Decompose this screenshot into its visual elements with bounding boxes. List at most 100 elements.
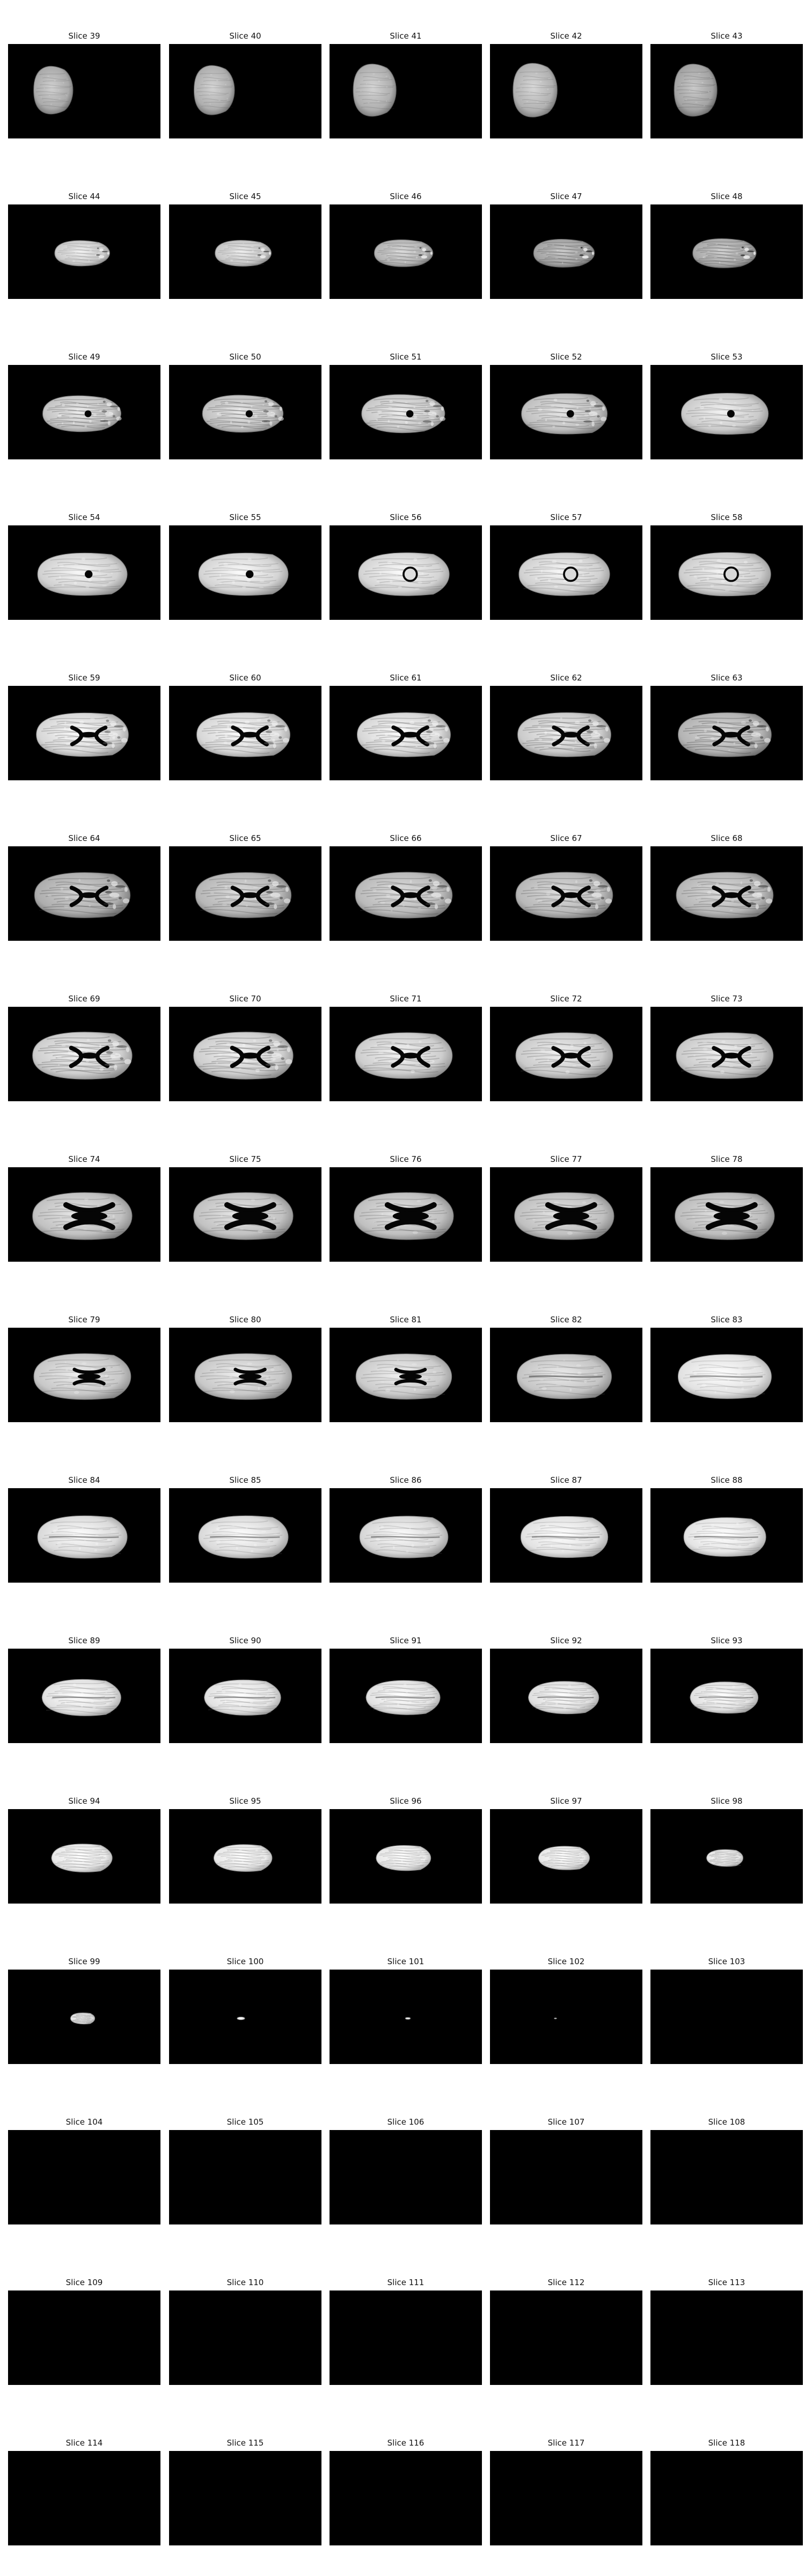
cortical-fold-line	[702, 1526, 757, 1530]
slice-title: Slice 49	[68, 352, 100, 362]
cortical-fold-line	[203, 79, 231, 82]
bright-tissue-texture	[224, 401, 229, 405]
bright-tissue-texture	[79, 258, 83, 259]
lesion-irregular-region	[99, 248, 104, 252]
mri-slice-svg	[169, 1970, 321, 2064]
lesion-irregular-region	[424, 410, 430, 413]
mri-slice-svg	[490, 1007, 642, 1101]
cortical-fold-line	[370, 716, 430, 720]
cortical-fold-line	[691, 887, 767, 892]
ventricle-x-shape	[384, 1202, 437, 1230]
cortical-fold-line	[221, 1854, 260, 1857]
cortical-fold-line	[200, 72, 226, 75]
bright-tissue-texture	[574, 741, 577, 743]
bright-tissue-texture	[262, 404, 265, 406]
cortical-fold-line	[538, 1541, 590, 1546]
mri-slice-image	[650, 1649, 803, 1743]
bright-tissue-texture	[216, 1062, 218, 1064]
bright-tissue-texture	[216, 79, 218, 82]
cortical-fold-line	[527, 583, 603, 587]
cortical-fold-line	[551, 1857, 584, 1860]
cortical-fold-line	[372, 1520, 428, 1524]
mri-slice-image	[490, 525, 642, 620]
bright-tissue-texture	[411, 1070, 415, 1073]
bright-tissue-texture	[539, 1379, 544, 1381]
bright-tissue-texture	[222, 1534, 226, 1536]
bright-tissue-texture	[230, 259, 233, 262]
cortical-fold-line	[42, 77, 67, 80]
cortical-fold-line	[73, 2017, 90, 2018]
lesion-irregular-region	[268, 879, 272, 882]
bright-tissue-texture	[255, 1692, 258, 1695]
cortical-fold-line	[686, 740, 765, 744]
mri-slice-image	[8, 1007, 160, 1101]
lesion-irregular-region	[418, 254, 423, 256]
bright-tissue-texture	[718, 249, 720, 251]
cortical-fold-line	[695, 1521, 748, 1525]
lesion-irregular-region	[103, 400, 106, 403]
bright-tissue-texture	[427, 1696, 429, 1697]
lesion-irregular-region	[752, 892, 763, 898]
mri-slice-image	[650, 1167, 803, 1262]
central-dark-structure	[245, 570, 254, 579]
cortical-fold-line	[694, 407, 763, 412]
cortical-fold-line	[684, 75, 711, 78]
bright-tissue-texture	[54, 1700, 56, 1702]
lesion-irregular-region	[743, 255, 750, 259]
bright-tissue-texture	[719, 1697, 721, 1699]
cortical-fold-line	[201, 106, 233, 108]
mri-slice-image	[8, 44, 160, 138]
cortical-fold-line	[222, 1687, 274, 1690]
lesion-irregular-region	[287, 1047, 291, 1052]
bright-tissue-texture	[552, 567, 557, 569]
bright-tissue-texture	[714, 1701, 717, 1704]
cortical-fold-line	[55, 1069, 117, 1073]
cortical-fold-line	[202, 1228, 286, 1232]
bright-tissue-texture	[548, 78, 550, 79]
bright-tissue-texture	[548, 1539, 554, 1540]
bright-tissue-texture	[81, 416, 83, 418]
bright-tissue-texture	[388, 1060, 391, 1063]
bright-tissue-texture	[732, 425, 736, 427]
cortical-fold-line	[698, 260, 744, 263]
cortical-fold-line	[380, 1852, 427, 1855]
black-image-background	[490, 2451, 642, 2545]
bright-tissue-texture	[84, 1540, 86, 1542]
lesion-irregular-region	[124, 887, 128, 892]
bright-tissue-texture	[572, 899, 576, 902]
bright-tissue-texture	[710, 1530, 714, 1532]
cortical-fold-line	[685, 1372, 763, 1375]
bright-tissue-texture	[87, 1686, 90, 1688]
bright-tissue-texture	[99, 1044, 102, 1048]
cortical-fold-line	[228, 1857, 266, 1860]
cortical-fold-line	[696, 1706, 745, 1709]
bright-tissue-texture	[89, 250, 92, 252]
cortical-fold-line	[538, 720, 594, 726]
bright-tissue-texture	[215, 1224, 219, 1226]
bright-tissue-texture	[369, 92, 370, 94]
bright-tissue-texture	[99, 1067, 104, 1071]
slice-title: Slice 66	[390, 833, 422, 843]
lesion-irregular-region	[116, 416, 122, 421]
cortical-fold-line	[531, 1370, 606, 1376]
cortical-fold-line	[362, 1047, 444, 1051]
bright-tissue-texture	[57, 1226, 61, 1228]
cortical-fold-line	[74, 2015, 94, 2017]
cortical-fold-line	[65, 1857, 106, 1860]
lesion-irregular-region	[752, 721, 759, 726]
cortical-fold-line	[211, 1705, 277, 1708]
cortical-fold-line	[529, 420, 601, 423]
bright-tissue-texture	[418, 581, 423, 584]
lesion-irregular-region	[268, 401, 274, 406]
cortical-fold-line	[371, 410, 428, 413]
lesion-irregular-region	[109, 405, 119, 408]
cortical-fold-line	[47, 1358, 109, 1362]
bright-tissue-texture	[216, 1540, 221, 1543]
bright-tissue-texture	[389, 568, 394, 570]
cortical-fold-line	[533, 1064, 606, 1070]
cortical-fold-line	[377, 1364, 434, 1370]
bright-tissue-texture	[397, 1524, 400, 1526]
bright-tissue-texture	[736, 1522, 739, 1525]
bright-tissue-texture	[238, 563, 243, 565]
bright-tissue-texture	[47, 1050, 53, 1052]
